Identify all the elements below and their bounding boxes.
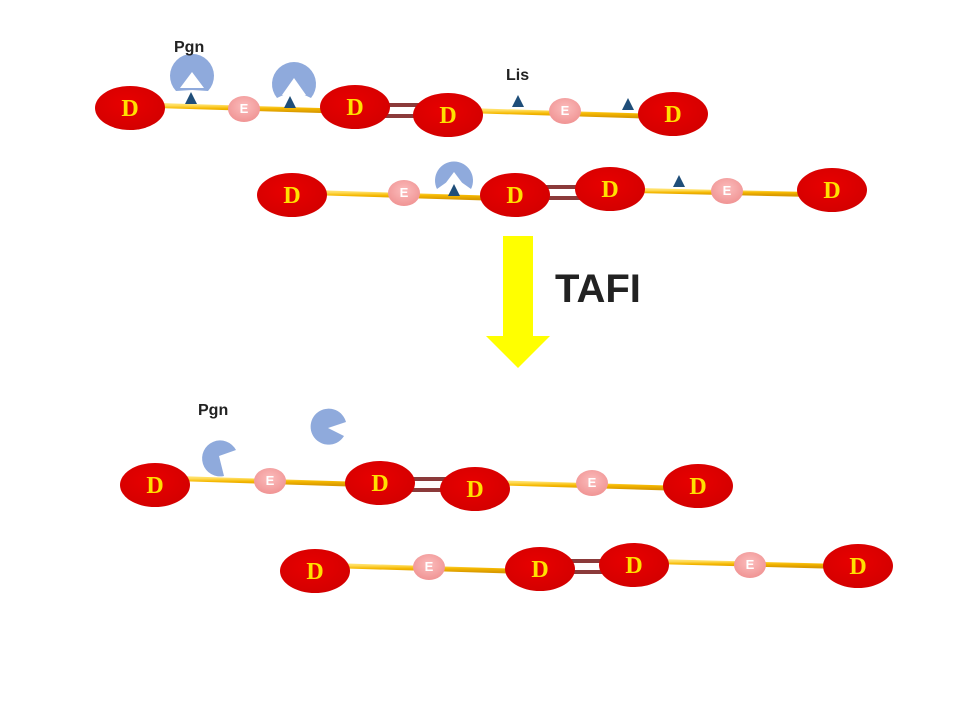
- fibrin-bottom-row-2: D D D D E E: [280, 543, 893, 593]
- e-domain: E: [413, 554, 445, 580]
- lysine-icon: [284, 96, 296, 108]
- fibrin-top-row-2: D D D D E E: [257, 161, 867, 217]
- d-domain: D: [257, 173, 327, 217]
- plasminogen-icon: [170, 53, 214, 91]
- lis-label: Lis: [506, 67, 529, 84]
- d-domain-label: D: [283, 183, 300, 209]
- d-domain: D: [797, 168, 867, 212]
- d-domain: D: [280, 549, 350, 593]
- e-domain: E: [254, 468, 286, 494]
- pgn-label-top: Pgn: [174, 39, 204, 56]
- d-domain: D: [320, 85, 390, 129]
- down-arrow-icon: [486, 236, 550, 368]
- d-domain-label: D: [371, 471, 388, 497]
- d-domain-label: D: [306, 559, 323, 585]
- lysine-icon: [673, 175, 685, 187]
- crosslink-icon: [410, 477, 446, 492]
- d-domain: D: [663, 464, 733, 508]
- d-domain: D: [345, 461, 415, 505]
- d-domain-label: D: [121, 96, 138, 122]
- d-domain: D: [480, 173, 550, 217]
- d-domain-label: D: [506, 183, 523, 209]
- e-domain: E: [388, 180, 420, 206]
- d-domain: D: [505, 547, 575, 591]
- e-domain: E: [549, 98, 581, 124]
- d-domain-label: D: [439, 103, 456, 129]
- d-domain: D: [638, 92, 708, 136]
- lysine-icon: [448, 184, 460, 196]
- plasminogen-icon: [202, 440, 236, 477]
- plasminogen-icon: [310, 408, 346, 445]
- e-domain-label: E: [240, 101, 249, 116]
- fibrin-bottom-row-1: D D D D E E: [120, 461, 733, 511]
- e-domain-label: E: [723, 183, 732, 198]
- plasminogen-icon: [435, 161, 473, 189]
- d-domain-label: D: [146, 473, 163, 499]
- fibrin-top-row-1: D D D D E E: [95, 53, 708, 137]
- d-domain-label: D: [346, 95, 363, 121]
- d-domain-label: D: [849, 554, 866, 580]
- d-domain: D: [575, 167, 645, 211]
- e-domain: E: [734, 552, 766, 578]
- e-domain-label: E: [561, 103, 570, 118]
- d-domain-label: D: [601, 177, 618, 203]
- lysine-icon: [622, 98, 634, 110]
- d-domain: D: [599, 543, 669, 587]
- d-domain: D: [413, 93, 483, 137]
- e-domain-label: E: [588, 475, 597, 490]
- tafi-label: TAFI: [555, 267, 641, 311]
- e-domain-label: E: [266, 473, 275, 488]
- d-domain: D: [823, 544, 893, 588]
- d-domain: D: [440, 467, 510, 511]
- lysine-icon: [512, 95, 524, 107]
- d-domain-label: D: [823, 178, 840, 204]
- d-domain: D: [95, 86, 165, 130]
- d-domain-label: D: [531, 557, 548, 583]
- d-domain-label: D: [466, 477, 483, 503]
- e-domain-label: E: [425, 559, 434, 574]
- d-domain-label: D: [664, 102, 681, 128]
- plasminogen-icon: [272, 62, 316, 98]
- e-domain-label: E: [746, 557, 755, 572]
- e-domain-label: E: [400, 185, 409, 200]
- pgn-label-bottom: Pgn: [198, 402, 228, 419]
- d-domain-label: D: [625, 553, 642, 579]
- e-domain: E: [228, 96, 260, 122]
- d-domain-label: D: [689, 474, 706, 500]
- e-domain: E: [576, 470, 608, 496]
- lysine-icon: [185, 92, 197, 104]
- d-domain: D: [120, 463, 190, 507]
- e-domain: E: [711, 178, 743, 204]
